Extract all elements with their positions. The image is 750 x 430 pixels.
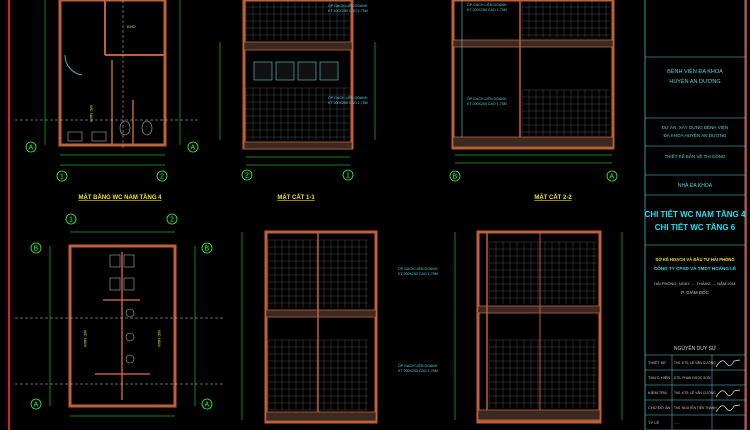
svg-text:1: 1 <box>69 217 73 224</box>
grid-bubble-a: A <box>606 170 618 182</box>
role-label: THỰC HIỆN <box>648 375 670 380</box>
tile-note: KT 200X250 CAO 1,75M <box>328 101 368 105</box>
svg-text:2: 2 <box>160 174 164 181</box>
tile-note: ỐP GẠCH LIỀN DOANH <box>328 3 368 8</box>
mirror-icon <box>297 61 317 81</box>
wall-tile-grid <box>521 89 610 136</box>
signature-icon <box>715 404 741 413</box>
signature-row: THỰC HIỆN KTS. PHAN NGỌC SƠN <box>645 370 745 386</box>
grid-bubble-a: A <box>30 398 42 410</box>
plan-wc-floor4[interactable]: KHO WC NAM A A 1 2 MẶT BẰNG WC NAM TẦNG … <box>15 0 200 201</box>
signature-row: CHỦ ĐỒ ÁN ThS. NGUYỄN TIẾN THÀNH <box>645 400 745 416</box>
tile-note: KT 200X250 CAO 1,75M <box>328 9 368 13</box>
mirror-icon <box>319 61 339 81</box>
mirror-icon <box>253 61 273 81</box>
label-store: KHO <box>127 24 136 29</box>
grid-bubble-b: B <box>201 242 213 254</box>
tile-note: ỐP GẠCH LIỀN DOANH <box>328 95 368 100</box>
approver-org: SỞ KẾ HOẠCH VÀ ĐẦU TƯ HẢI PHÒNG <box>655 257 734 262</box>
section-1-1-title: MẶT CẮT 1-1 <box>277 193 315 201</box>
grid-bubble-1: 1 <box>65 213 77 225</box>
svg-text:2: 2 <box>245 173 249 180</box>
signature-row: TỶ LỆ ...... <box>645 415 745 430</box>
grid-bubble-1: 1 <box>342 169 354 181</box>
signature-row: KIỂM TRA ThS. KTS. LÊ VĂN CƯỜNG <box>645 385 745 401</box>
label-wc: WC NAM <box>83 330 88 347</box>
director-name: NGUYỄN DUY SỬ <box>674 345 717 352</box>
role-label: THIẾT KẾ <box>648 360 666 365</box>
section-2-2-title: MẶT CẮT 2-2 <box>534 193 572 201</box>
wall-tile-grid <box>245 0 350 40</box>
client-name: HUYỆN AN DƯƠNG <box>669 77 720 85</box>
tile-note: KT 200X250 CAO 1,75M <box>398 369 438 373</box>
tile-note: KT 200X250 CAO 1,75M <box>467 8 507 12</box>
grid-bubble-1: 1 <box>56 170 68 182</box>
tile-note: ỐP GẠCH LIỀN DOANH <box>467 96 507 101</box>
svg-text:A: A <box>34 402 39 409</box>
person-name: ...... <box>674 421 680 425</box>
grid-bubble-b: B <box>30 242 42 254</box>
section-1-1[interactable]: ỐP GẠCH LIỀN DOANH KT 200X250 CAO 1,75M … <box>219 0 376 201</box>
plan-title: MẶT BẰNG WC NAM TẦNG 4 <box>79 193 163 201</box>
design-phase: THIẾT KẾ BẢN VẼ THI CÔNG <box>664 153 726 159</box>
position: P. GIÁM ĐỐC <box>681 289 709 295</box>
title-block: BỆNH VIỆN ĐA KHOA HUYỆN AN DƯƠNG DỰ ÁN: … <box>645 0 746 430</box>
building-name: NHÀ ĐA KHOA <box>678 182 713 189</box>
wall-tile-grid <box>245 87 350 140</box>
date-line: HẢI PHÒNG, NGÀY .... THÁNG .... NĂM 2011 <box>654 281 737 286</box>
person-name: KTS. PHAN NGỌC SƠN <box>674 376 711 380</box>
project-name: DỰ ÁN: XÂY DỰNG BỆNH VIỆN <box>662 123 729 130</box>
person-name: ThS. KTS. LÊ VĂN CƯỜNG <box>674 360 716 365</box>
svg-text:1: 1 <box>346 173 350 180</box>
wall-tile-grid <box>488 339 597 408</box>
project-name: ĐA KHOA HUYỆN AN DƯƠNG <box>664 131 727 138</box>
role-label: KIỂM TRA <box>648 390 667 395</box>
sheet-title: CHI TIẾT WC TẦNG 6 <box>655 222 736 232</box>
grid-bubble-b: B <box>449 170 461 182</box>
role-label: TỶ LỆ <box>648 420 659 425</box>
company-name: CÔNG TY CPXD VÀ TMDT HOÀNG LÊ <box>654 264 736 271</box>
grid-bubble-a: A <box>187 141 199 153</box>
sheet-title: CHI TIẾT WC NAM TẦNG 4 <box>645 209 746 219</box>
tile-note: ỐP GẠCH LIỀN DOANH <box>398 266 438 271</box>
role-label: CHỦ ĐỒ ÁN <box>648 405 671 410</box>
wall-tile-grid <box>521 0 610 38</box>
svg-text:B: B <box>205 246 210 253</box>
tile-note: ỐP GẠCH LIỀN DOANH <box>398 363 438 368</box>
grid-bubble-a: A <box>25 141 37 153</box>
section-2-2[interactable]: ỐP GẠCH LIỀN DOANH KT 200X250 CAO 1,75M … <box>449 0 618 201</box>
grid-bubble-2: 2 <box>241 169 253 181</box>
section-bottom-middle[interactable]: ỐP GẠCH LIỀN DOANH KT 200X250 CAO 1,75M … <box>241 230 438 424</box>
svg-text:2: 2 <box>170 217 174 224</box>
signature-row: THIẾT KẾ ThS. KTS. LÊ VĂN CƯỜNG <box>645 355 745 371</box>
person-name: ThS. NGUYỄN TIẾN THÀNH <box>674 405 717 410</box>
svg-text:1: 1 <box>60 174 64 181</box>
svg-text:A: A <box>191 145 196 152</box>
signature-icon <box>715 389 741 398</box>
mirror-icon <box>275 61 295 81</box>
section-bottom-right[interactable] <box>454 230 623 424</box>
tile-note: ỐP GẠCH LIỀN DOANH <box>467 2 507 7</box>
svg-text:A: A <box>610 174 615 181</box>
person-name: ThS. KTS. LÊ VĂN CƯỜNG <box>674 390 716 395</box>
svg-text:A: A <box>205 402 210 409</box>
plan-wc-floor6[interactable]: WC NAM WC NAM 1 2 B B A A <box>15 213 225 417</box>
grid-bubble-2: 2 <box>166 213 178 225</box>
grid-bubble-2: 2 <box>156 170 168 182</box>
tile-grids <box>245 0 610 411</box>
svg-text:B: B <box>453 174 458 181</box>
wall-tile-grid <box>488 241 597 304</box>
grid-bubble-a: A <box>201 398 213 410</box>
tile-note: KT 200X250 CAO 1,75M <box>398 272 438 276</box>
signature-icon <box>715 359 741 368</box>
label-wc: WC NAM <box>157 330 162 347</box>
client-name: BỆNH VIỆN ĐA KHOA <box>667 67 723 75</box>
tile-note: KT 200X250 CAO 1,75M <box>467 102 507 106</box>
svg-text:A: A <box>29 145 34 152</box>
label-wc: WC NAM <box>89 105 94 122</box>
svg-text:B: B <box>34 246 39 253</box>
